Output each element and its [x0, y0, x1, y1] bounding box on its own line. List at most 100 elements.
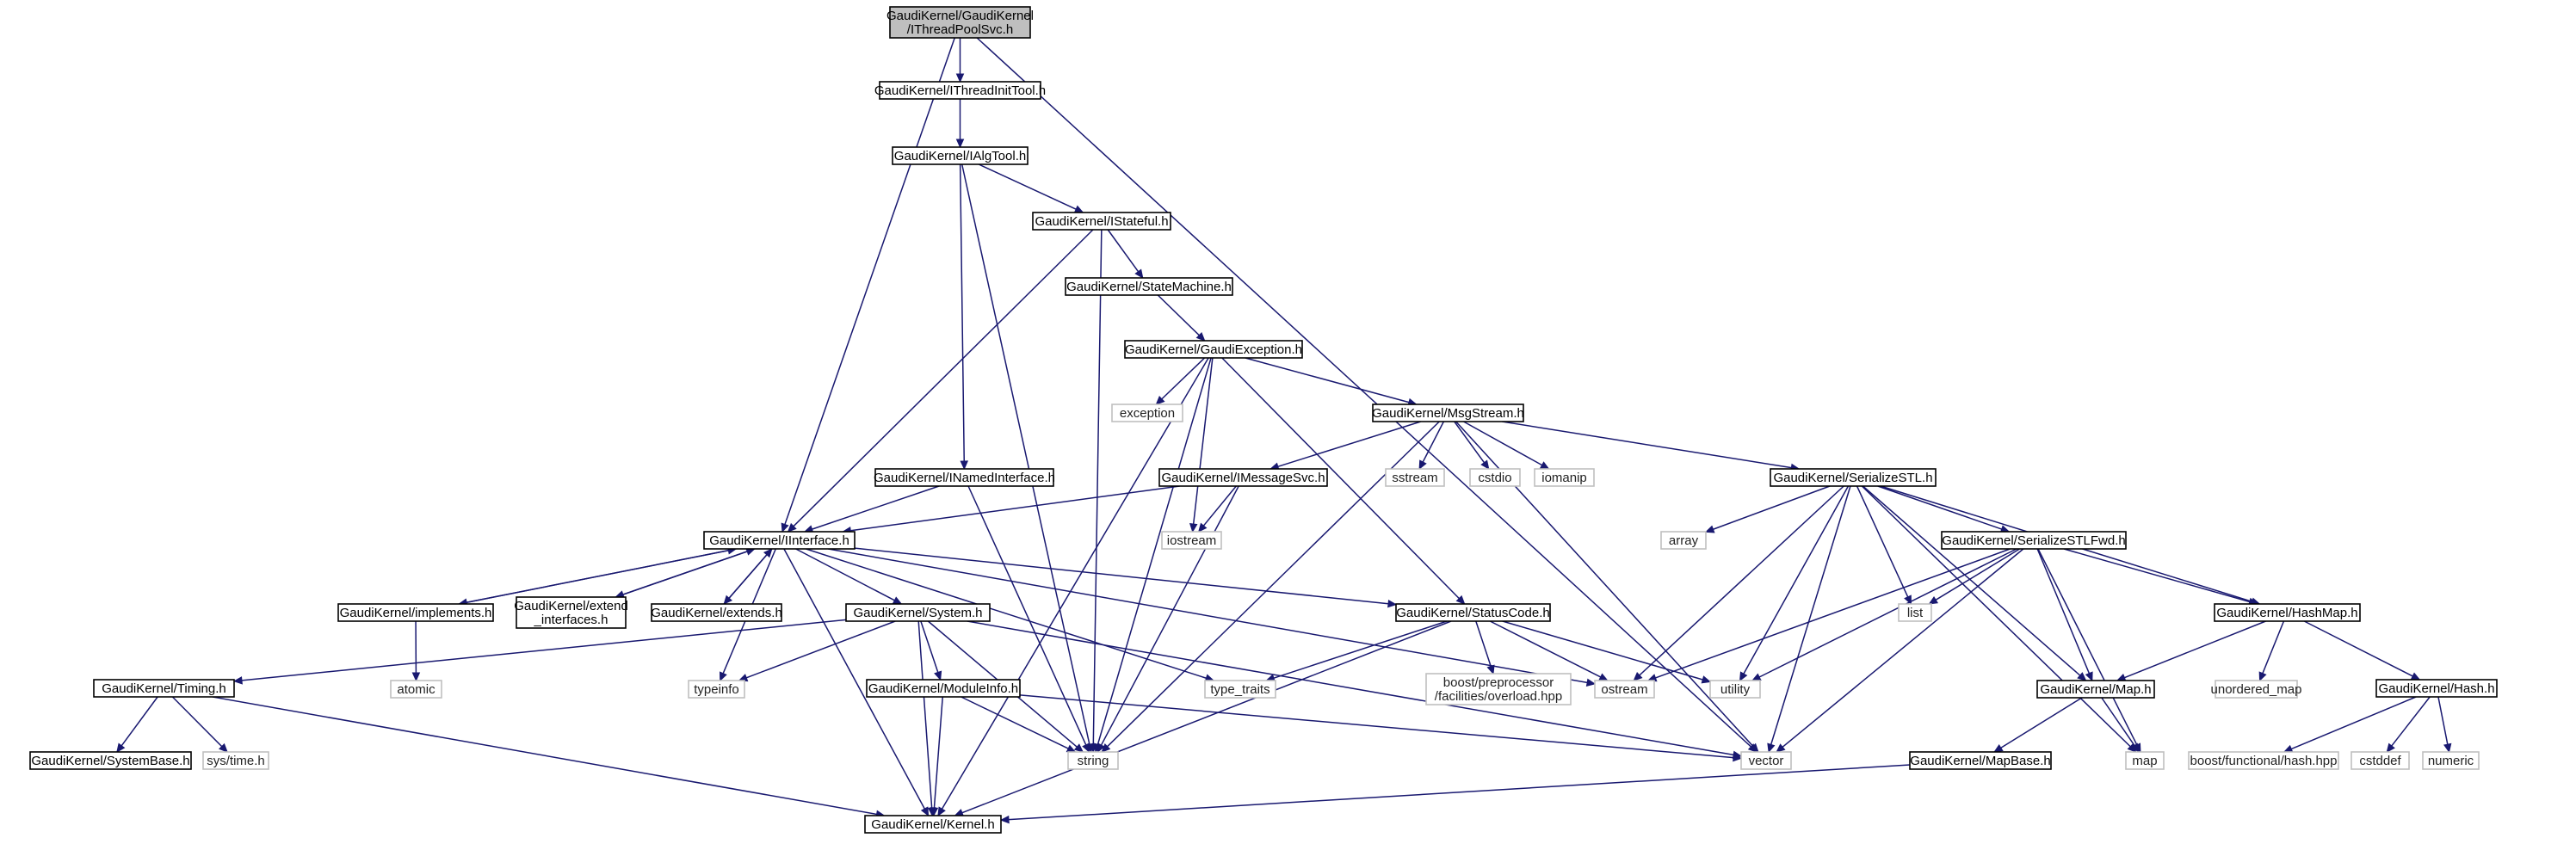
node-label: cstddef: [2359, 754, 2401, 768]
node-itinit[interactable]: GaudiKernel/IThreadInitTool.h: [874, 81, 1046, 100]
edge-line: [212, 696, 877, 816]
arrowhead: [781, 522, 789, 533]
node-box: [1161, 531, 1222, 550]
node-box: [1425, 673, 1572, 705]
node-string[interactable]: string: [1067, 751, 1119, 770]
node-vector[interactable]: vector: [1740, 751, 1792, 770]
node-box: [2215, 680, 2298, 699]
arrowhead: [892, 596, 903, 605]
arrowhead: [2077, 672, 2087, 681]
node-system[interactable]: GaudiKernel/System.h: [845, 603, 991, 622]
node-msgstream[interactable]: GaudiKernel/MsgStream.h: [1372, 404, 1524, 422]
edge-hashmap-to-unordered: [2258, 620, 2285, 682]
node-extends[interactable]: GaudiKernel/extends.h: [651, 603, 782, 622]
edge-serstl-to-ostream: [1633, 485, 1844, 681]
node-label: GaudiKernel/System.h: [853, 606, 982, 620]
node-ialgtool[interactable]: GaudiKernel/IAlgTool.h: [892, 146, 1029, 165]
arrowhead: [411, 672, 421, 682]
node-mapfile[interactable]: GaudiKernel/Map.h: [2036, 680, 2155, 699]
node-box: [1469, 468, 1521, 487]
edge-line: [1639, 485, 1844, 676]
node-boostpp[interactable]: boost/preprocessor/facilities/overload.h…: [1425, 673, 1572, 705]
node-systembase[interactable]: GaudiKernel/SystemBase.h: [29, 751, 192, 770]
node-label: _interfaces.h: [534, 613, 608, 627]
edge-line: [2036, 548, 2091, 674]
node-array[interactable]: array: [1660, 531, 1707, 550]
node-label: GaudiKernel/IStateful.h: [1035, 214, 1168, 229]
node-hash[interactable]: GaudiKernel/Hash.h: [2375, 679, 2498, 698]
node-implements[interactable]: GaudiKernel/implements.h: [337, 603, 494, 622]
node-numeric[interactable]: numeric: [2422, 751, 2480, 770]
edge-line: [1096, 357, 1212, 745]
node-extiface[interactable]: GaudiKernel/extend_interfaces.h: [514, 596, 628, 629]
node-label: iomanip: [1541, 471, 1587, 485]
edge-serstl-to-mapfile: [1862, 485, 2087, 681]
node-cstddef[interactable]: cstddef: [2351, 751, 2410, 770]
node-iostream[interactable]: iostream: [1161, 531, 1222, 550]
edge-line: [1475, 620, 1492, 667]
arrowhead: [1480, 459, 1490, 470]
edge-implements-to-iinterface: [459, 546, 738, 605]
edge-hash-to-cstddef: [2386, 696, 2431, 753]
arrowhead: [934, 670, 942, 681]
node-istateful[interactable]: GaudiKernel/IStateful.h: [1032, 212, 1171, 231]
arrowhead: [1134, 268, 1144, 279]
edge-line: [745, 620, 896, 679]
node-systime[interactable]: sys/time.h: [202, 751, 269, 770]
node-iinterface[interactable]: GaudiKernel/IInterface.h: [703, 531, 856, 550]
node-inamed[interactable]: GaudiKernel/INamedInterface.h: [874, 468, 1055, 487]
node-utility[interactable]: utility: [1709, 680, 1761, 699]
arrowhead: [1066, 744, 1077, 753]
node-sstream[interactable]: sstream: [1385, 468, 1445, 487]
node-box: [1032, 212, 1171, 231]
node-unordered[interactable]: unordered_map: [2211, 680, 2302, 699]
node-hashmap[interactable]: GaudiKernel/HashMap.h: [2214, 603, 2361, 622]
node-serstlfwd[interactable]: GaudiKernel/SerializeSTLFwd.h: [1941, 531, 2127, 550]
node-exception[interactable]: exception: [1111, 404, 1183, 422]
edge-timing-to-systime: [171, 696, 228, 753]
node-cstdio[interactable]: cstdio: [1469, 468, 1521, 487]
node-label: GaudiKernel/extend: [514, 599, 628, 613]
node-box: [892, 146, 1029, 165]
node-label: GaudiKernel/GaudiException.h: [1125, 342, 1302, 357]
node-box: [2036, 680, 2155, 699]
arrowhead: [999, 815, 1010, 824]
edge-line: [1245, 357, 1410, 404]
node-statemachine[interactable]: GaudiKernel/StateMachine.h: [1065, 277, 1233, 296]
node-box: [1158, 468, 1328, 487]
node-gaudiexc[interactable]: GaudiKernel/GaudiException.h: [1124, 340, 1303, 359]
node-imsgsvc[interactable]: GaudiKernel/IMessageSvc.h: [1158, 468, 1328, 487]
edge-line: [920, 620, 939, 673]
node-box: [651, 603, 782, 622]
node-list[interactable]: list: [1898, 603, 1932, 622]
node-boosthash[interactable]: boost/functional/hash.hpp: [2188, 751, 2339, 770]
edge-line: [120, 696, 158, 747]
node-typetraits[interactable]: type_traits: [1204, 680, 1276, 699]
node-itpsvc[interactable]: GaudiKernel/GaudiKernel/IThreadPoolSvc.h: [886, 6, 1034, 39]
node-kernel[interactable]: GaudiKernel/Kernel.h: [864, 815, 1002, 834]
node-moduleinfo[interactable]: GaudiKernel/ModuleInfo.h: [866, 679, 1021, 698]
node-ostream[interactable]: ostream: [1594, 680, 1655, 699]
node-box: [1898, 603, 1932, 622]
edge-serstlfwd-to-ostream: [1646, 548, 2011, 682]
node-typeinfo[interactable]: typeinfo: [688, 680, 745, 699]
node-label: GaudiKernel/INamedInterface.h: [874, 471, 1055, 485]
node-atomic[interactable]: atomic: [390, 680, 442, 699]
edge-line: [828, 548, 1588, 684]
node-mapbase[interactable]: GaudiKernel/MapBase.h: [1909, 751, 2052, 770]
edge-gaudiexc-to-kernel: [937, 357, 1209, 817]
edge-line: [2124, 620, 2266, 679]
node-statuscode[interactable]: GaudiKernel/StatusCode.h: [1395, 603, 1551, 622]
node-label: sstream: [1392, 471, 1437, 485]
edge-line: [854, 547, 1389, 605]
edge-line: [961, 163, 1090, 745]
node-layer: GaudiKernel/GaudiKernel/IThreadPoolSvc.h…: [29, 6, 2498, 834]
edge-serstlfwd-to-list: [1928, 548, 2020, 605]
arrowhead: [1096, 742, 1105, 754]
node-serstl[interactable]: GaudiKernel/SerializeSTL.h: [1770, 468, 1937, 487]
node-iomanip[interactable]: iomanip: [1534, 468, 1595, 487]
node-timing[interactable]: GaudiKernel/Timing.h: [93, 679, 235, 698]
node-box: [1709, 680, 1761, 699]
node-map[interactable]: map: [2125, 751, 2165, 770]
